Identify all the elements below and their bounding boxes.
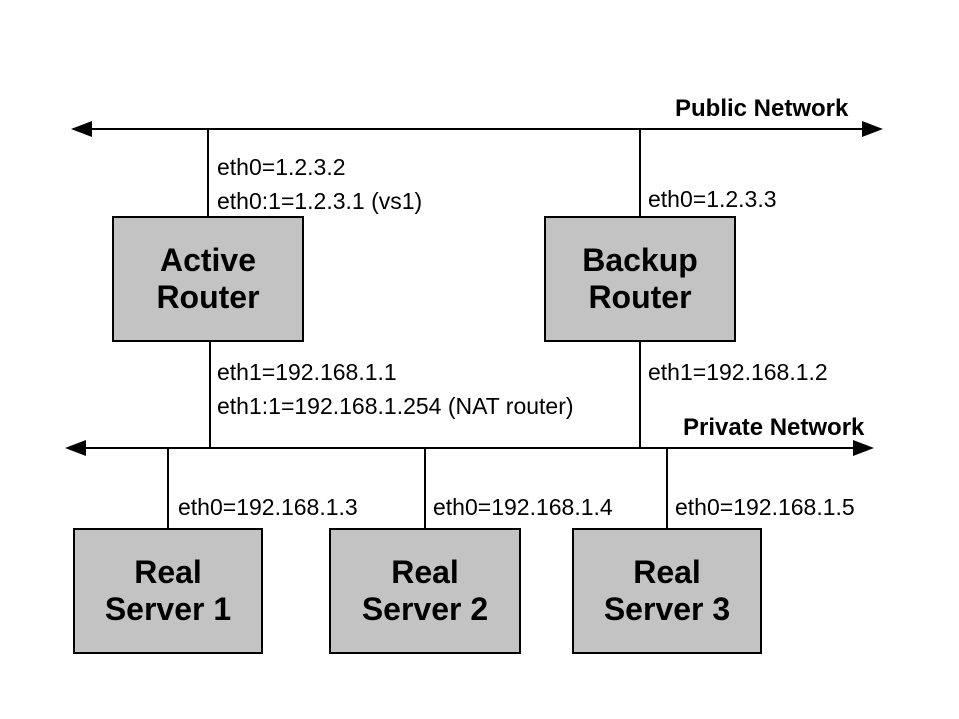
backup-router-eth0-label: eth0=1.2.3.3 [648,186,777,212]
real-server-2-name-line2: Server 2 [361,591,489,627]
connector-backup-router-private [639,341,641,447]
active-router-name-line1: Active [159,242,257,278]
real-server-1-box: Real Server 1 [73,528,263,654]
active-router-name-line2: Router [156,279,260,315]
backup-router-name-line2: Router [588,279,692,315]
active-router-eth0-label: eth0=1.2.3.2 [217,154,346,180]
real-server-3-box: Real Server 3 [572,528,762,654]
backup-router-name-line1: Backup [582,242,698,278]
active-router-private-interfaces: eth1=192.168.1.1 eth1:1=192.168.1.254 (N… [217,355,574,423]
active-router-box: Active Router [112,216,304,342]
private-network-arrow-right-icon [853,440,874,456]
real-server-2-box: Real Server 2 [329,528,521,654]
connector-active-router-private [209,341,211,447]
real-server-3-name-line1: Real [633,554,701,590]
backup-router-box: Backup Router [544,216,736,342]
active-router-eth1-1-label: eth1:1=192.168.1.254 (NAT router) [217,393,574,419]
connector-private-real-server-2 [424,448,426,528]
private-network-line [78,447,858,449]
public-network-label: Public Network [675,95,849,122]
real-server-1-eth0-label: eth0=192.168.1.3 [178,494,358,520]
public-network-arrow-right-icon [862,121,883,137]
connector-private-real-server-3 [666,448,668,528]
connector-private-real-server-1 [167,448,169,528]
active-router-public-interfaces: eth0=1.2.3.2 eth0:1=1.2.3.1 (vs1) [217,150,422,218]
connector-public-backup-router [639,129,641,216]
real-server-2-name-line1: Real [391,554,459,590]
real-server-3-eth0-label: eth0=192.168.1.5 [675,494,855,520]
active-router-eth1-label: eth1=192.168.1.1 [217,359,397,385]
private-network-label: Private Network [683,414,865,441]
connector-public-active-router [207,129,209,216]
real-server-2-eth0-label: eth0=192.168.1.4 [433,494,613,520]
private-network-arrow-left-icon [65,440,86,456]
real-server-3-name-line2: Server 3 [603,591,731,627]
public-network-arrow-left-icon [71,121,92,137]
public-network-line [85,128,870,130]
backup-router-eth1-label: eth1=192.168.1.2 [648,359,828,385]
real-server-1-name-line1: Real [134,554,202,590]
real-server-1-name-line2: Server 1 [104,591,232,627]
active-router-eth0-1-label: eth0:1=1.2.3.1 (vs1) [217,188,423,214]
